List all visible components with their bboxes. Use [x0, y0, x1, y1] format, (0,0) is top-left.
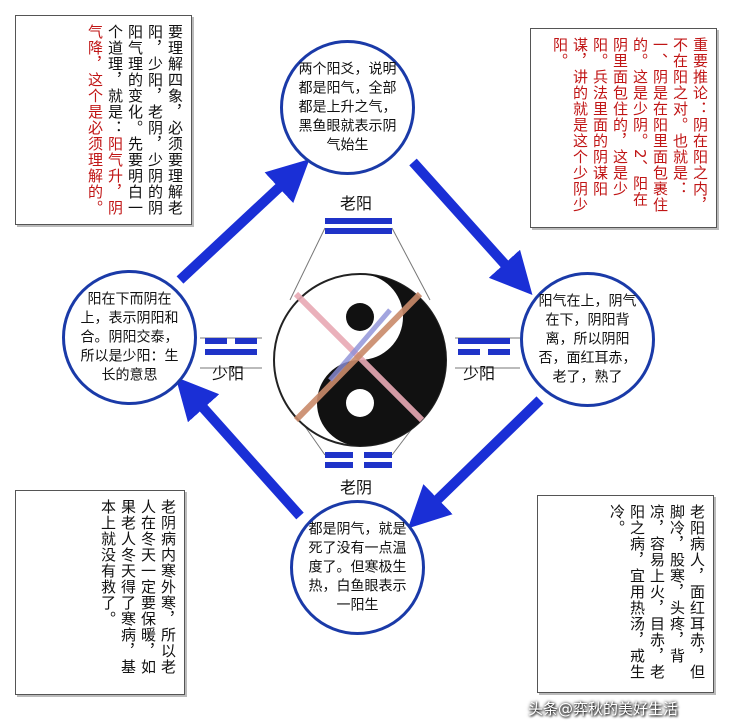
yin-yang-icon [273, 273, 447, 447]
arrow-bottom-to-left [175, 376, 304, 520]
yin-line [325, 452, 353, 458]
circle-text: 都是阴气，就是死了没有一点温度了。但寒极生热，白鱼眼表示一阳生 [308, 521, 407, 613]
note-box-bottom-right: 老阳病人，面红耳赤，但脚冷，股寒，头疼，背凉，容易上火，目赤，老阳之病，宜用热汤… [537, 495, 714, 693]
yin-line [458, 349, 480, 355]
note-text: 要理解四象，必须要理解老阳，少阳，老阴，少阴的阴阳气理的变化。先要明白一个道理，… [106, 24, 184, 216]
circle-left: 阳在下而阴在上，表示阴阳和合。阴阳交泰，所以是少阳：生长的意思 [62, 270, 197, 405]
yin-line [364, 452, 392, 458]
note-text: 重要推论：阴在阳之内，不在阳之对。也就是：一、阴是在阳里面包裹住的。这是少阴。2… [551, 37, 709, 213]
note-box-bottom-left: 老阴病内寒外寒，所以老人在冬天一定要保暖，如果老人冬天得了寒病，基本上就没有救了… [15, 490, 185, 695]
connector-line [391, 227, 431, 301]
label-old-yang: 老阳 [340, 194, 373, 213]
label-young-yang-right: 少阳 [463, 364, 496, 383]
circle-text: 阳气在上，阴气在下，阴阳背离，所以阴阳否，面红耳赤，老了，熟了 [538, 293, 637, 385]
yin-line [488, 349, 510, 355]
circle-top: 两个阳爻，说明都是阳气，全部都是上升之气，黑鱼眼就表示阴气始生 [280, 40, 415, 175]
note-box-top-left: 要理解四象，必须要理解老阳，少阳，老阴，少阴的阴阳气理的变化。先要明白一个道理，… [15, 15, 192, 225]
label-young-yang-left: 少阳 [212, 364, 245, 383]
connector-line [289, 227, 326, 301]
circle-text: 阳在下而阴在上，表示阴阳和合。阴阳交泰，所以是少阳：生长的意思 [80, 291, 179, 383]
yin-line [325, 462, 353, 468]
yin-line [205, 338, 227, 344]
arrow-top-to-right [409, 158, 533, 295]
circle-bottom: 都是阴气，就是死了没有一点温度了。但寒极生热，白鱼眼表示一阳生 [290, 500, 425, 635]
circle-right: 阳气在上，阴气在下，阴阳背离，所以阴阳否，面红耳赤，老了，熟了 [520, 272, 655, 407]
label-old-yin: 老阴 [340, 478, 373, 497]
yin-line [235, 338, 257, 344]
yang-line [458, 338, 510, 344]
arrow-right-to-bottom [407, 396, 544, 529]
circle-text: 两个阳爻，说明都是阳气，全部都是上升之气，黑鱼眼就表示阴气始生 [298, 61, 397, 153]
note-box-top-right: 重要推论：阴在阳之内，不在阳之对。也就是：一、阴是在阳里面包裹住的。这是少阴。2… [530, 28, 717, 228]
note-text: 老阴病内寒外寒，所以老人在冬天一定要保暖，如果老人冬天得了寒病，基本上就没有救了… [99, 499, 177, 675]
watermark: 头条@弈秋的美好生活 [528, 700, 679, 718]
yang-line [205, 349, 257, 355]
note-text: 老阳病人，面红耳赤，但脚冷，股寒，头疼，背凉，容易上火，目赤，老阳之病，宜用热汤… [608, 504, 706, 680]
arrow-left-to-top [176, 159, 310, 284]
note-highlight: 阳气升，阴气降，这个是必须理解的。 [86, 24, 124, 216]
yang-line [325, 218, 392, 224]
yang-line [325, 228, 392, 234]
yin-line [364, 462, 392, 468]
